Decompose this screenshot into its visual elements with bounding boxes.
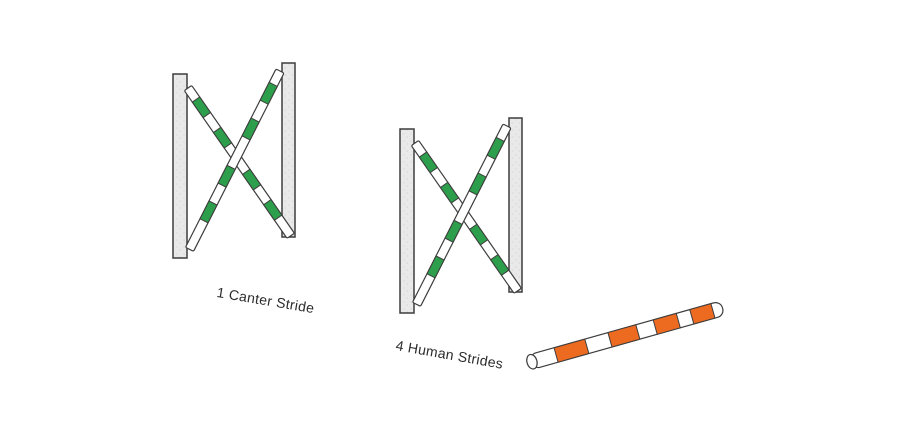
cross-rail-jump-2 [399,117,523,314]
ground-pole [526,302,724,370]
cross-rail-jump-1 [172,62,296,259]
ground-pole-end-cap [526,353,538,370]
